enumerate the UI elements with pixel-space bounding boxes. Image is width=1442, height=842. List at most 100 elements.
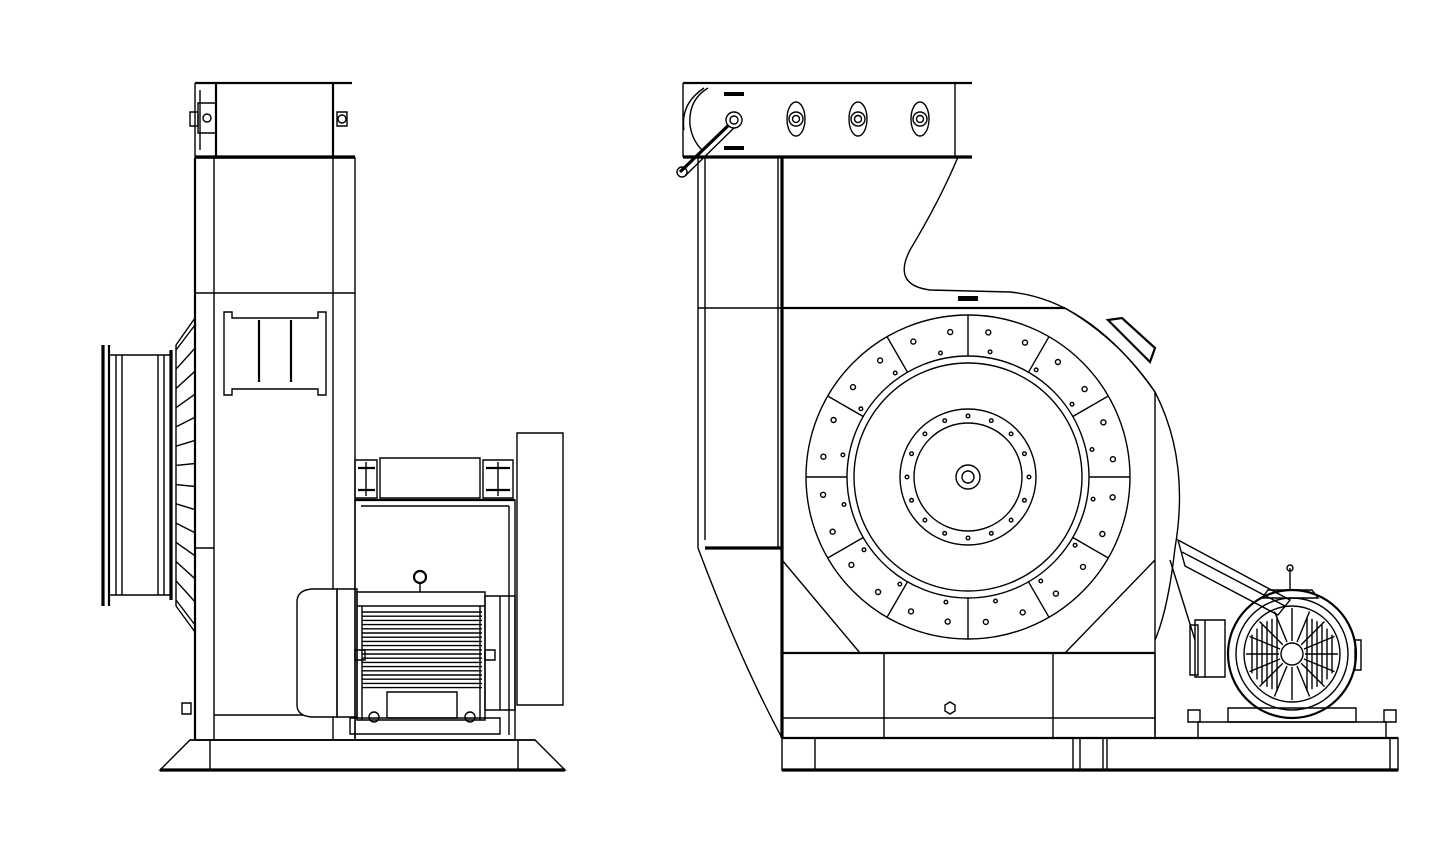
front-base [782,738,1398,770]
grille-bar [1274,612,1287,643]
hub-bolt [910,499,914,503]
hub-bolt [923,518,927,522]
impeller-bolt [851,385,856,390]
cone-fin [176,348,195,369]
front-view [677,83,1398,770]
impeller-bolt [878,358,883,363]
cone-fin [176,562,195,579]
side-belt-guard [517,433,563,705]
impeller-segment-line [887,337,908,373]
cone-fin [176,417,195,427]
impeller-bolt [821,492,826,497]
impeller-segment-line [828,538,864,559]
hub-bolt [943,532,947,536]
impeller-segments [806,315,1130,639]
impeller-inner-bolt [1039,579,1043,583]
grille-bar [1301,663,1324,686]
impeller-bolt [831,418,836,423]
impeller-inner-bolt [841,453,845,457]
damper-handle [677,88,742,177]
impeller-bolt [1082,387,1087,392]
impeller-bolt [986,330,991,335]
grille-bar [1250,636,1281,649]
impeller-inner-bolt [1091,497,1095,501]
impeller-bolt [821,454,826,459]
impeller-bolt [1023,340,1028,345]
impeller-segment-line [887,582,908,618]
impeller-bolt [1053,591,1058,596]
grille-bar [1274,666,1287,697]
cone-fin [176,504,195,510]
side-outlet-flange [190,83,355,157]
impeller-bolt [983,619,988,624]
impeller-segment-line [1073,538,1109,559]
grille-bar [1297,666,1310,697]
side-motor [297,571,515,734]
grille-bar [1260,622,1283,645]
impeller-bolt [849,562,854,567]
impeller-segment-line [828,396,864,417]
flange-bolt-2 [849,102,867,136]
cone-fin [176,485,195,487]
motor-fan-grille [1246,608,1338,700]
grille-bar [1260,663,1283,686]
hub-bolt [943,419,947,423]
impeller-inner-bolt [994,599,998,603]
impeller-bolt [911,339,916,344]
hub-bolt [966,414,970,418]
impeller-bolt [830,529,835,534]
cone-fin [176,394,195,408]
impeller-bolt [1055,360,1060,365]
impeller-bolt [876,590,881,595]
hub-bolt [910,452,914,456]
impeller-inner-bolt [898,582,902,586]
cone-fin [176,542,195,556]
hub-bolt [1009,432,1013,436]
front-impeller [806,315,1130,639]
hub-bolt [923,432,927,436]
impeller-inner-bolt [1073,543,1077,547]
front-outlet-flange [677,83,972,177]
grille-bar [1250,659,1281,672]
impeller-segment-line [1029,582,1050,618]
side-view [103,83,565,770]
impeller-inner-bolt [1070,402,1074,406]
grille-bar [1304,636,1335,649]
impeller-inner-bolt [842,503,846,507]
impeller-bolt [1101,420,1106,425]
hub-bolt [1027,475,1031,479]
cone-fin [176,464,195,466]
cone-fin [176,523,195,533]
cone-fin [176,600,195,625]
impeller-segment-line [1029,337,1050,373]
front-lower-panels [782,560,1155,738]
impeller-inner-bolt [988,350,992,354]
front-belt-guard [1170,540,1290,677]
side-motor-ribs [362,606,482,720]
grille-bar [1301,622,1324,645]
hub-bolt [966,536,970,540]
impeller-inner-bolt [862,548,866,552]
hub-bolt [1009,518,1013,522]
impeller-bolt [1020,610,1025,615]
impeller-inner-bolt [1090,448,1094,452]
hub-bolt [905,475,909,479]
impeller-bolt [909,609,914,614]
impeller-bolts [821,330,1116,625]
side-inlet-cone-fins [176,325,195,625]
side-inlet [103,318,195,632]
side-access-door [224,312,326,395]
cone-fin [176,325,195,350]
impeller-inner-bolt [939,351,943,355]
front-scroll-housing [698,157,1180,738]
flange-bolt-1 [787,102,805,136]
impeller-bolt [1110,457,1115,462]
impeller-segment-line [1073,396,1109,417]
hub-bolts [905,414,1031,540]
grille-bar [1304,659,1335,672]
impeller-bolt [1081,564,1086,569]
impeller-bolt [948,330,953,335]
cone-fin [176,440,195,446]
flange-bolt-3 [911,102,929,136]
